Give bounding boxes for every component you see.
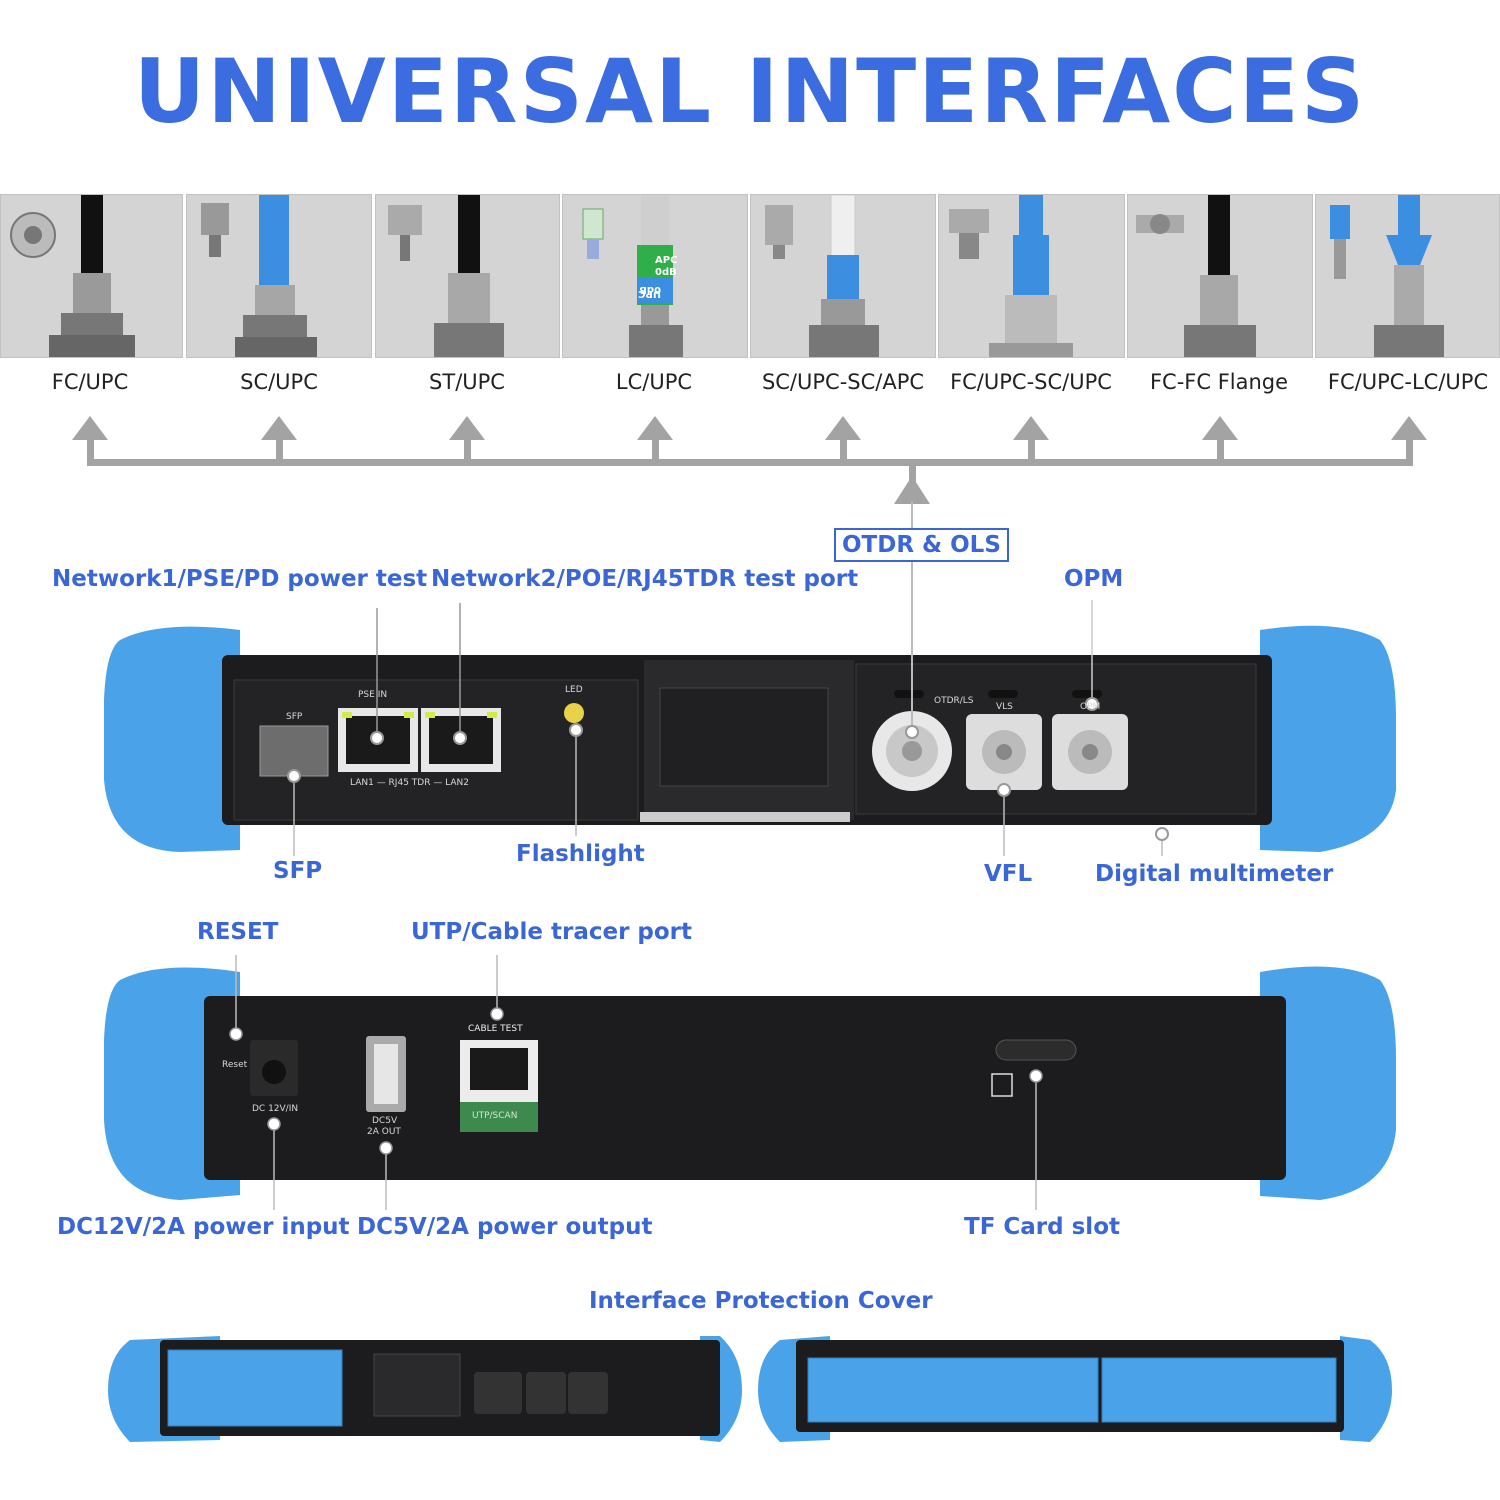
lc-connector-illustration: APC 0dB 0dB UPC	[582, 195, 683, 357]
upc-db-label: 0dB	[639, 284, 661, 295]
callout-sfp: SFP	[273, 858, 323, 884]
callout-tf: TF Card slot	[964, 1214, 1120, 1240]
opm-port-text: OPM	[1080, 702, 1101, 712]
callout-multimeter: Digital multimeter	[1095, 861, 1334, 887]
connector-tile-st-upc	[375, 194, 560, 358]
callout-opm: OPM	[1064, 566, 1124, 592]
device-top-view	[104, 625, 1396, 852]
callout-reset: RESET	[197, 919, 279, 945]
otdr-ls-text: OTDR/LS	[934, 696, 974, 706]
fc-sc-adapter-illustration	[949, 195, 1073, 357]
reset-port-text: Reset	[222, 1060, 248, 1070]
connector-tile-sc-apc	[750, 194, 936, 358]
connector-label-3: ST/UPC	[429, 370, 505, 394]
arrow-tree	[72, 416, 1427, 504]
callout-dc5: DC5V/2A power output	[357, 1214, 653, 1240]
hybrid-connector-illustration	[765, 195, 879, 357]
connector-tile-sc-upc	[186, 194, 372, 358]
led-text: LED	[565, 685, 583, 695]
dc12-port-text: DC 12V/IN	[252, 1104, 299, 1114]
device-bottom-view	[104, 966, 1396, 1200]
dc5-line2-text: 2A OUT	[367, 1127, 401, 1137]
vls-text: VLS	[996, 702, 1013, 712]
callout-dc12: DC12V/2A power input	[57, 1214, 350, 1240]
dc5-line1-text: DC5V	[372, 1116, 398, 1126]
connector-label-1: FC/UPC	[51, 370, 129, 394]
fc-connector-illustration	[10, 195, 135, 357]
callout-vfl: VFL	[984, 861, 1033, 887]
protection-cover-views	[108, 1336, 1392, 1442]
apc-label: APC	[655, 255, 677, 266]
connector-label-8: FC/UPC-LC/UPC	[1327, 370, 1489, 394]
connector-label-2: SC/UPC	[240, 370, 318, 394]
callout-otdr-ols: OTDR & OLS	[834, 528, 1009, 562]
utp-scan-text: UTP/SCAN	[472, 1111, 518, 1121]
cable-test-text: CABLE TEST	[468, 1024, 523, 1034]
sfp-port-text: SFP	[286, 712, 303, 722]
connector-tile-fc-upc	[0, 194, 183, 358]
fc-lc-adapter-illustration	[1330, 195, 1444, 357]
page-title: UNIVERSAL INTERFACES	[133, 40, 1367, 143]
connector-tile-fc-lc	[1315, 194, 1500, 358]
st-connector-illustration	[388, 195, 504, 357]
apc-db-label: 0dB	[655, 267, 677, 278]
connector-label-6: FC/UPC-SC/UPC	[950, 370, 1112, 394]
flange-adapter-illustration	[1136, 195, 1256, 357]
connector-tile-fc-sc	[938, 194, 1125, 358]
connector-tile-fc-flange	[1127, 194, 1313, 358]
callout-lines-bottom	[229, 955, 1043, 1210]
connector-label-5: SC/UPC-SC/APC	[761, 370, 925, 394]
callout-flashlight: Flashlight	[516, 841, 645, 867]
lan-caption-text: LAN1 — RJ45 TDR — LAN2	[350, 778, 470, 788]
callout-cover: Interface Protection Cover	[589, 1288, 933, 1314]
sc-connector-illustration	[201, 195, 317, 357]
connector-tile-lc-upc: APC 0dB 0dB UPC	[562, 194, 748, 358]
connector-label-7: FC-FC Flange	[1149, 370, 1289, 394]
pse-in-text: PSE IN	[358, 690, 388, 700]
upc-label: UPC	[638, 288, 661, 299]
callout-network2: Network2/POE/RJ45TDR test port	[431, 566, 859, 592]
callout-utp: UTP/Cable tracer port	[411, 919, 693, 945]
connector-label-4: LC/UPC	[615, 370, 693, 394]
callout-network1: Network1/PSE/PD power test	[52, 566, 428, 592]
